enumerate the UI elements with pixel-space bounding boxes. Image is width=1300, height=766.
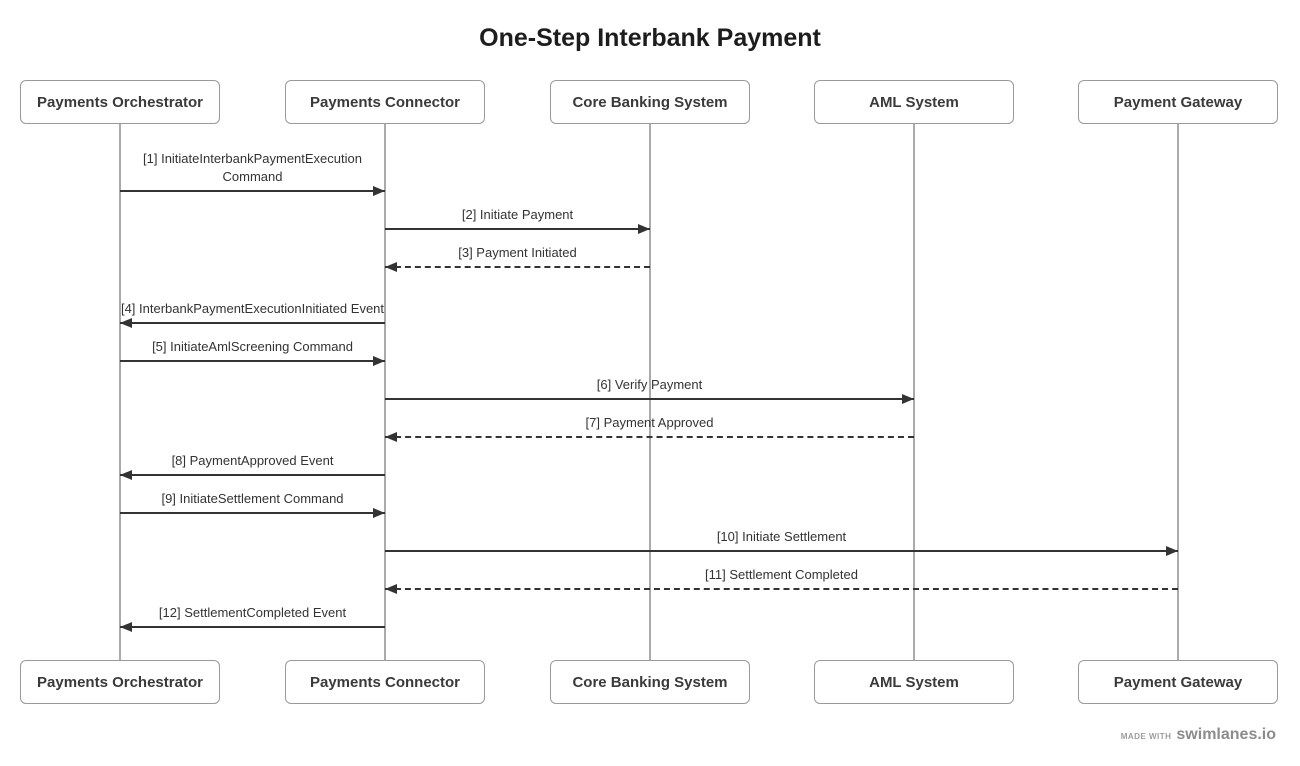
message-line-3 [385,266,650,268]
message-line-2 [385,228,650,230]
arrowhead-icon [373,186,385,196]
message-line-1 [120,190,385,192]
message-label-5: [5] InitiateAmlScreening Command [152,339,353,354]
actor-top-payments-connector: Payments Connector [285,80,485,124]
message-label-10: [10] Initiate Settlement [716,529,847,544]
lifeline-aml-system [913,124,915,660]
message-label-9: [9] InitiateSettlement Command [161,491,344,506]
lifeline-core-banking-system [649,124,651,660]
lifeline-payments-orchestrator [119,124,121,660]
arrowhead-icon [120,622,132,632]
arrowhead-icon [120,318,132,328]
swimlanes-brand-link[interactable]: swimlanes.io [1176,726,1276,743]
message-label-8: [8] PaymentApproved Event [171,453,334,468]
actor-top-payments-orchestrator: Payments Orchestrator [20,80,220,124]
arrowhead-icon [1166,546,1178,556]
arrowhead-icon [638,224,650,234]
actor-top-payment-gateway: Payment Gateway [1078,80,1278,124]
message-line-4 [120,322,385,324]
arrowhead-icon [385,584,397,594]
message-line-12 [120,626,385,628]
message-line-6 [385,398,914,400]
arrowhead-icon [373,508,385,518]
arrowhead-icon [120,470,132,480]
message-label-4: [4] InterbankPaymentExecutionInitiated E… [120,301,385,316]
arrowhead-icon [385,262,397,272]
message-line-10 [385,550,1178,552]
actor-top-aml-system: AML System [814,80,1014,124]
message-label-3: [3] Payment Initiated [458,245,577,260]
lifeline-payment-gateway [1177,124,1179,660]
message-label-1: [1] InitiateInterbankPaymentExecution Co… [143,151,362,184]
message-label-2: [2] Initiate Payment [461,207,574,222]
actor-bottom-payments-orchestrator: Payments Orchestrator [20,660,220,704]
message-line-11 [385,588,1178,590]
message-line-5 [120,360,385,362]
arrowhead-icon [385,432,397,442]
message-label-7: [7] Payment Approved [585,415,714,430]
message-label-6: [6] Verify Payment [596,377,703,392]
diagram-title: One-Step Interbank Payment [479,24,821,52]
made-with-label: made with [1120,732,1172,741]
message-label-11: [11] Settlement Completed [705,567,858,582]
actor-bottom-payment-gateway: Payment Gateway [1078,660,1278,704]
message-line-9 [120,512,385,514]
footer: made with swimlanes.io [1121,726,1276,744]
actor-bottom-aml-system: AML System [814,660,1014,704]
arrowhead-icon [373,356,385,366]
actor-bottom-payments-connector: Payments Connector [285,660,485,704]
message-label-12: [12] SettlementCompleted Event [158,605,347,620]
actor-top-core-banking-system: Core Banking System [550,80,750,124]
message-line-8 [120,474,385,476]
arrowhead-icon [902,394,914,404]
actor-bottom-core-banking-system: Core Banking System [550,660,750,704]
lifeline-payments-connector [384,124,386,660]
message-line-7 [385,436,914,438]
